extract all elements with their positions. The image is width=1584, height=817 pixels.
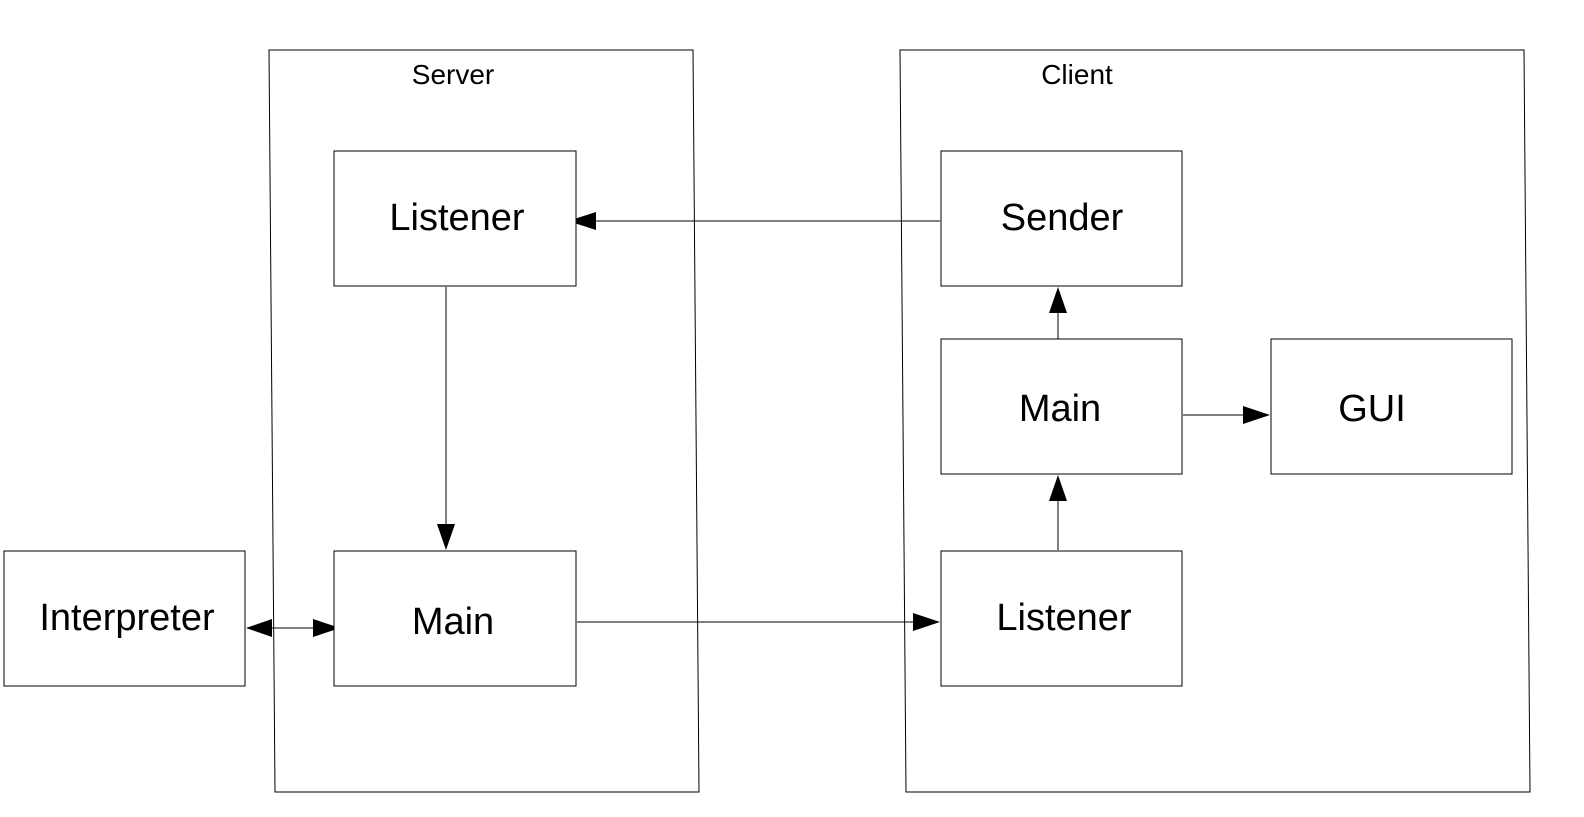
client-listener-node: Listener bbox=[940, 550, 1183, 687]
client-sender-box bbox=[940, 150, 1183, 287]
server-listener-label: Listener bbox=[389, 197, 525, 239]
interpreter-box bbox=[3, 550, 246, 687]
gui-node: GUI bbox=[1270, 338, 1513, 475]
arrowhead-gui bbox=[1243, 406, 1270, 424]
gui-box bbox=[1270, 338, 1513, 475]
server-main-label: Main bbox=[412, 601, 494, 643]
client-main-node: Main bbox=[940, 338, 1183, 475]
client-main-box bbox=[940, 338, 1183, 475]
client-container-title: Client bbox=[1041, 59, 1113, 90]
server-main-node: Main bbox=[333, 550, 577, 687]
arrowhead-server-main-left bbox=[313, 619, 340, 637]
client-main-label: Main bbox=[1019, 388, 1101, 430]
edges bbox=[246, 212, 1270, 637]
arrowhead-interpreter bbox=[246, 619, 272, 637]
arrowhead-client-main bbox=[1049, 475, 1067, 501]
interpreter-node: Interpreter bbox=[3, 550, 246, 687]
server-container-frame bbox=[268, 49, 700, 793]
server-listener-node: Listener bbox=[333, 150, 577, 287]
gui-label: GUI bbox=[1338, 388, 1406, 430]
client-sender-label: Sender bbox=[1001, 197, 1124, 239]
client-container-frame bbox=[899, 49, 1531, 793]
interpreter-label: Interpreter bbox=[39, 597, 215, 639]
client-sender-node: Sender bbox=[940, 150, 1183, 287]
client-container: Client bbox=[899, 49, 1531, 793]
arrowhead-server-main bbox=[437, 524, 455, 550]
server-main-box bbox=[333, 550, 577, 687]
client-listener-label: Listener bbox=[996, 597, 1132, 639]
server-container-title: Server bbox=[412, 59, 494, 90]
arrowhead-client-listener bbox=[913, 613, 940, 631]
arrowhead-client-sender bbox=[1049, 287, 1067, 313]
server-listener-box bbox=[333, 150, 577, 287]
arrowhead-server-listener bbox=[568, 212, 596, 230]
server-container: Server bbox=[268, 49, 700, 793]
client-listener-box bbox=[940, 550, 1183, 687]
